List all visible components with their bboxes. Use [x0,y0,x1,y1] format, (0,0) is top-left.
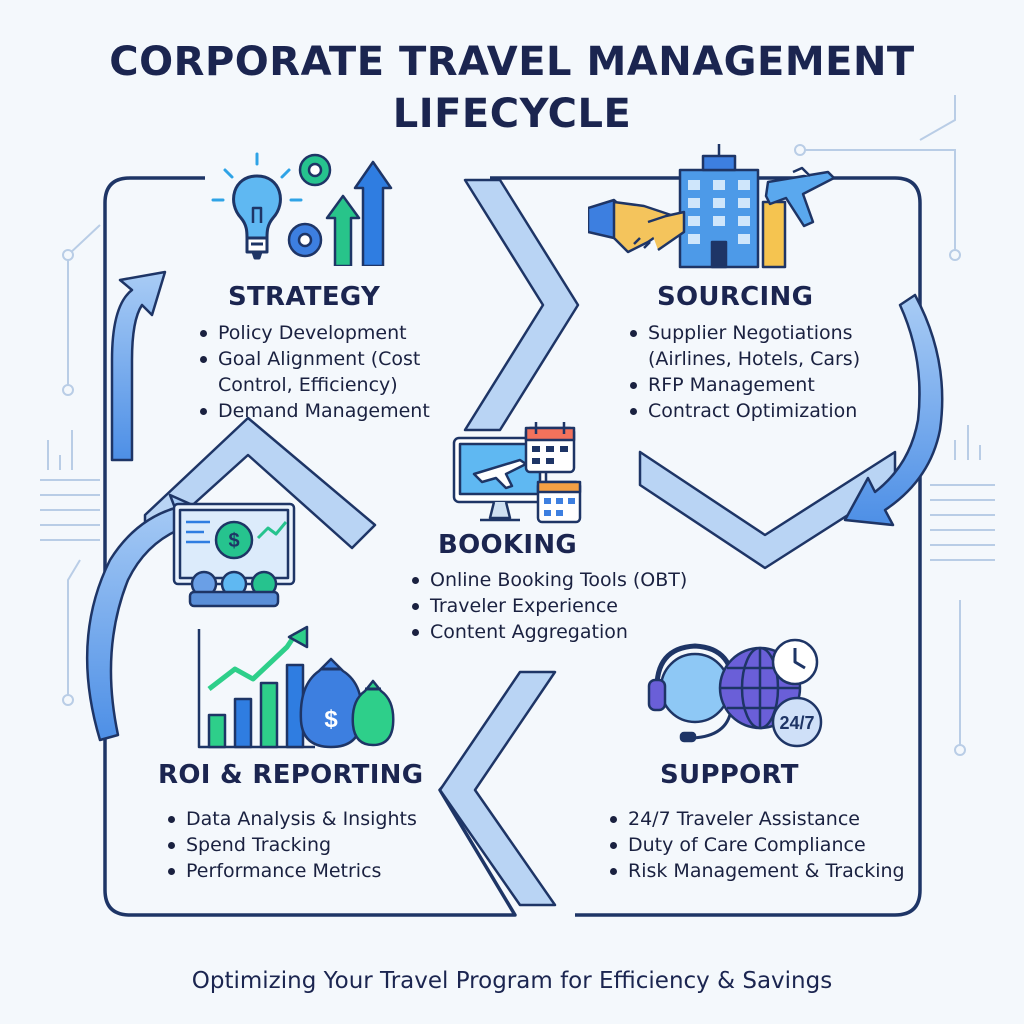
stage-support-title: SUPPORT [660,760,799,790]
stage-booking-items: Online Booking Tools (OBT) Traveler Expe… [408,567,687,645]
list-item: Online Booking Tools (OBT) [408,567,687,593]
presentation-dollar-symbol: $ [228,530,239,552]
stage-strategy-title: STRATEGY [228,282,381,312]
list-item: Contract Optimization [626,398,860,424]
list-item: Risk Management & Tracking [606,858,905,884]
circuit-decoration-left [40,224,101,706]
stage-roi-reporting: ROI & REPORTING [158,760,423,798]
stage-roi-items: Data Analysis & Insights Spend Tracking … [164,806,417,884]
stage-strategy: STRATEGY [228,282,380,320]
presentation-board-icon: $ [172,502,296,608]
stage-sourcing: SOURCING [657,282,813,320]
chevron-strategy-to-sourcing [463,178,580,432]
monitor-airplane-calendar-icon [452,422,582,524]
stage-sourcing-title: SOURCING [657,282,814,312]
handshake-building-airplane-icon [588,144,836,269]
list-item: Traveler Experience [408,593,687,619]
chevron-support-to-roi [438,670,557,907]
list-item: RFP Management [626,372,860,398]
lightbulb-gears-arrows-icon [211,152,393,266]
title-line-2: LIFECYCLE [392,91,632,137]
stage-booking-title: BOOKING [438,530,578,560]
list-item: Supplier Negotiations (Airlines, Hotels, … [626,320,860,372]
list-item: Performance Metrics [164,858,417,884]
list-item: Demand Management [196,398,430,424]
bar-chart-money-bags-icon: $ [197,625,395,749]
stage-roi-title: ROI & REPORTING [158,760,424,790]
circuit-decoration-right [794,95,995,756]
left-panel-outline [103,176,547,917]
list-item: Data Analysis & Insights [164,806,417,832]
arrow-up-to-strategy [110,270,167,462]
stage-support: SUPPORT [660,760,799,798]
footer-tagline: Optimizing Your Travel Program for Effic… [191,968,833,994]
list-item-text: Supplier Negotiations [648,322,853,344]
list-item: 24/7 Traveler Assistance [606,806,905,832]
list-item: Content Aggregation [408,619,687,645]
stage-support-items: 24/7 Traveler Assistance Duty of Care Co… [606,806,905,884]
list-item-continuation: (Airlines, Hotels, Cars) [648,348,861,370]
arrow-down-to-support [843,293,944,527]
list-item: Duty of Care Compliance [606,832,905,858]
title-line-1: CORPORATE TRAVEL MANAGEMENT [109,39,915,85]
headset-globe-clock-icon: 24/7 [647,638,823,748]
list-item-continuation: Control, Efficiency) [218,374,398,396]
list-item: Policy Development [196,320,430,346]
list-item-text: Goal Alignment (Cost [218,348,421,370]
support-247-badge: 24/7 [779,713,814,733]
list-item: Spend Tracking [164,832,417,858]
right-panel-outline [490,176,922,917]
money-bag-dollar-symbol: $ [324,706,338,733]
stage-sourcing-items: Supplier Negotiations (Airlines, Hotels, … [626,320,860,424]
diagram-title: CORPORATE TRAVEL MANAGEMENT LIFECYCLE [0,36,1024,140]
stage-booking: BOOKING [438,530,577,568]
